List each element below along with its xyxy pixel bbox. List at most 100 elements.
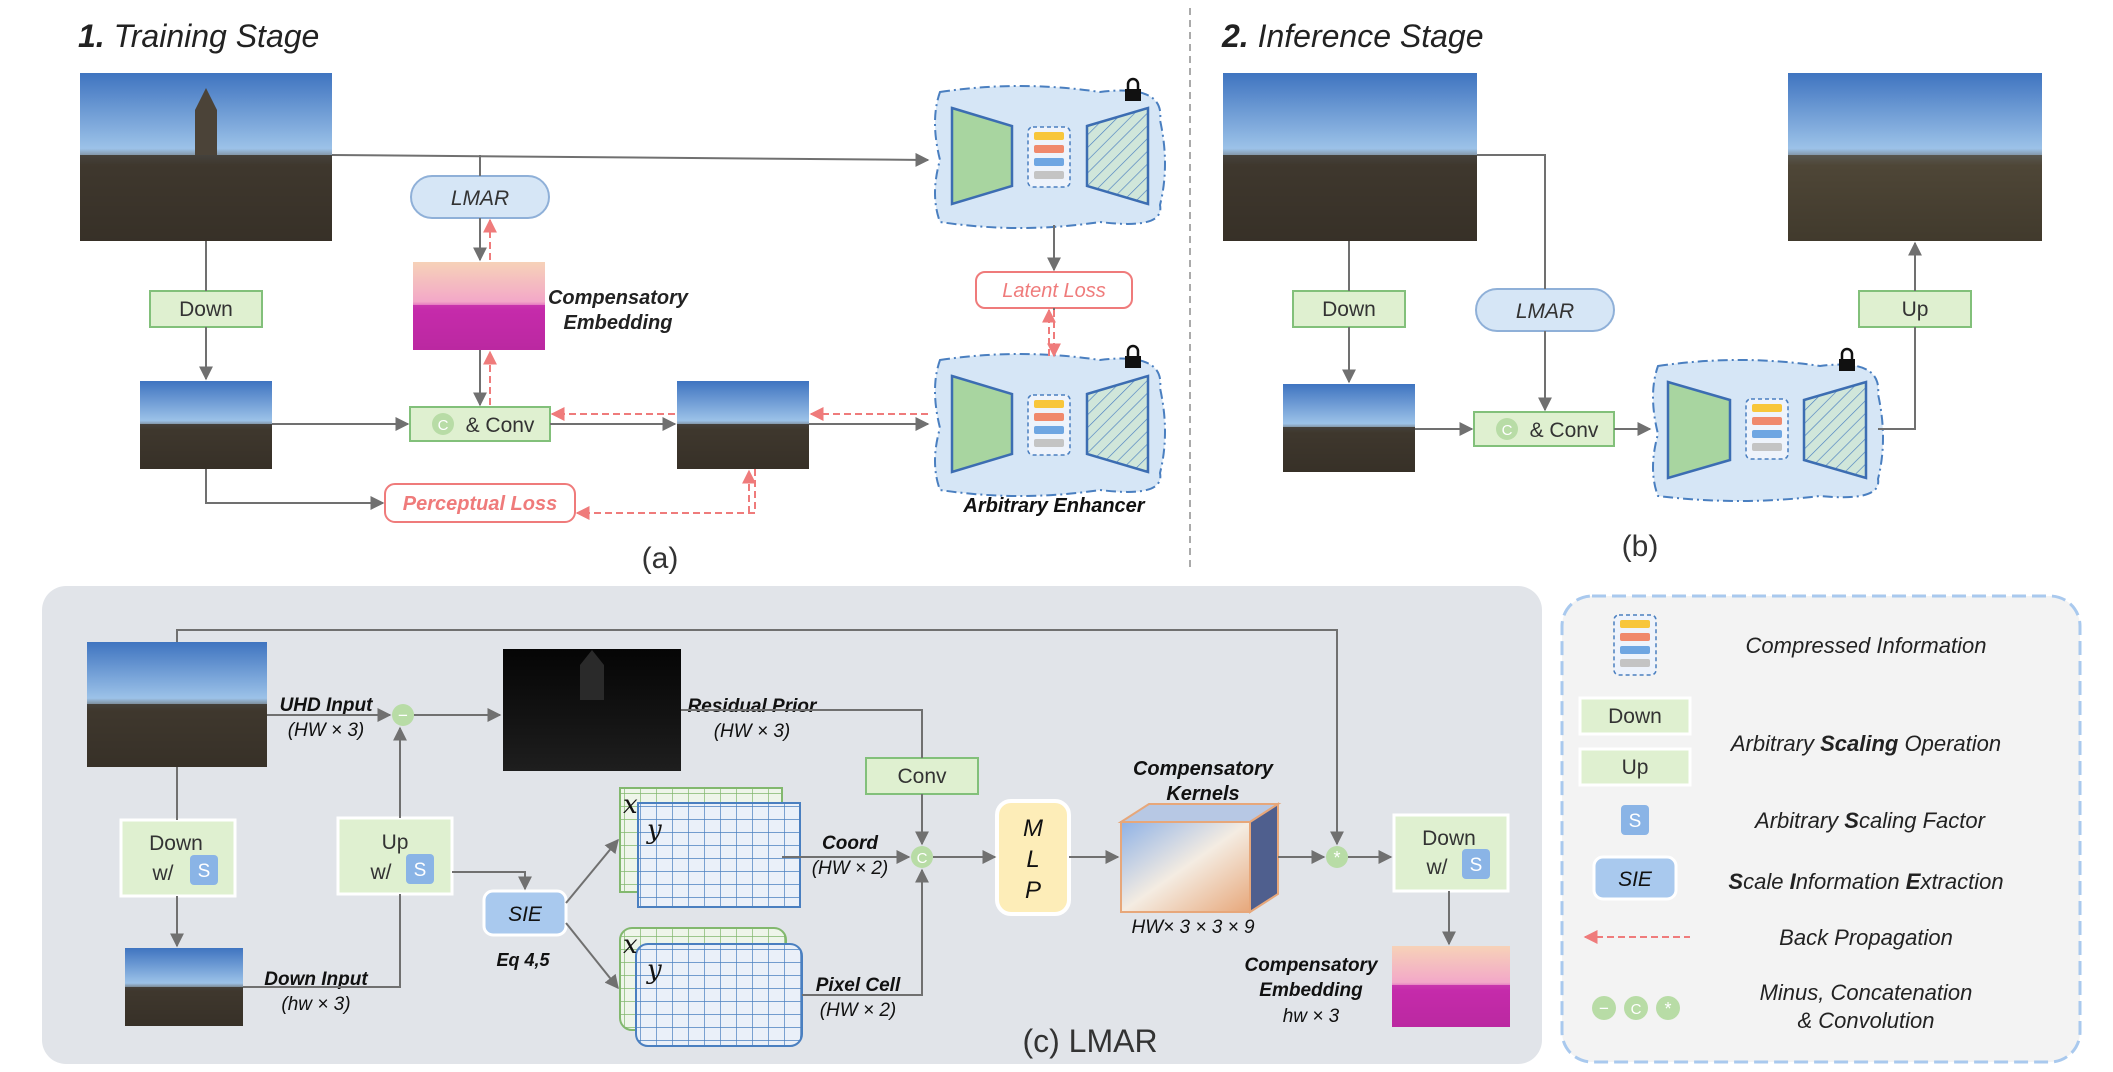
lmar-conv-label: Conv bbox=[897, 765, 947, 788]
inference-concat-icon bbox=[1496, 418, 1518, 440]
sie-label: SIE bbox=[508, 903, 543, 926]
scale-factor-icon bbox=[190, 855, 218, 885]
legend-ops-line1: Minus, Concatenation bbox=[1760, 980, 1973, 1005]
x-glyph: x bbox=[623, 790, 638, 820]
lmar-up-ws-line1: Up bbox=[382, 831, 409, 854]
training-concat-glyph: C bbox=[438, 417, 449, 434]
scale-factor-glyph: S bbox=[198, 861, 211, 882]
lmar-conv-glyph: * bbox=[1333, 848, 1340, 868]
legend-sie-box bbox=[1592, 855, 1678, 901]
coord-label: Coord bbox=[822, 833, 878, 854]
legend-conv-icon bbox=[1656, 996, 1680, 1020]
sie-box bbox=[482, 889, 568, 937]
legend-scale-factor-glyph: S bbox=[1629, 811, 1642, 832]
training-stage-title: 1. Training Stage bbox=[78, 18, 319, 54]
kernels-dim: HW× 3 × 3 × 9 bbox=[1131, 917, 1254, 938]
lmar-comp-embedding-line2: Embedding bbox=[1259, 980, 1363, 1001]
legend-concat-glyph: C bbox=[1631, 1001, 1642, 1018]
inference-concat-conv-label: & Conv bbox=[1530, 419, 1599, 442]
training-input-photo bbox=[80, 73, 332, 241]
lmar-up-ws-box bbox=[336, 816, 454, 896]
enhancer-bottom bbox=[934, 353, 1166, 497]
legend-up-box bbox=[1578, 747, 1692, 787]
down-input-label: Down Input bbox=[264, 969, 368, 990]
lmar-conv-icon bbox=[1326, 846, 1348, 868]
residual-prior-label: Residual Prior bbox=[688, 696, 818, 717]
legend-sie-description: Scale Information Extraction bbox=[1728, 869, 2003, 894]
lmar-comp-embedding-photo bbox=[1392, 946, 1510, 1027]
scale-factor-icon bbox=[1462, 849, 1490, 879]
inference-stage-title: 2. Inference Stage bbox=[1221, 18, 1484, 54]
caption-c: (c) LMAR bbox=[1022, 1023, 1157, 1059]
lmar-arrows bbox=[170, 629, 1456, 996]
inference-output-photo bbox=[1788, 73, 2042, 241]
compensatory-kernels-cube bbox=[1117, 802, 1282, 914]
mlp-m: M bbox=[1023, 815, 1043, 842]
pixel-cell-grid bbox=[619, 927, 803, 1047]
y-glyph: y bbox=[646, 815, 662, 845]
training-concat-icon bbox=[432, 413, 454, 435]
inference-lmar-label: LMAR bbox=[1516, 300, 1574, 323]
perceptual-loss-label: Perceptual Loss bbox=[403, 493, 558, 515]
training-comp-embedding-photo bbox=[413, 262, 545, 350]
legend-down-box bbox=[1578, 696, 1692, 736]
legend-sie-label: SIE bbox=[1618, 868, 1653, 891]
inference-concat-glyph: C bbox=[1502, 422, 1513, 439]
coord-grid bbox=[619, 787, 801, 908]
lock-icon bbox=[1125, 77, 1141, 101]
uhd-input-dim: (HW × 3) bbox=[288, 720, 365, 741]
inference-down-photo bbox=[1283, 384, 1415, 472]
training-down-label: Down bbox=[179, 298, 233, 321]
lmar-residual-photo bbox=[503, 649, 681, 771]
lmar-uhd-photo bbox=[87, 642, 267, 767]
legend-down-label: Down bbox=[1608, 705, 1662, 728]
minus-glyph: − bbox=[398, 706, 408, 725]
training-arrows bbox=[199, 152, 1061, 510]
legend-conv-glyph: * bbox=[1664, 999, 1671, 1019]
training-comp-embedding-line1: Compensatory bbox=[548, 287, 689, 309]
scale-factor-icon bbox=[406, 854, 434, 884]
lmar-comp-embedding-dim: hw × 3 bbox=[1283, 1006, 1340, 1027]
lmar-concat-icon bbox=[911, 846, 933, 868]
legend-compressed-info: Compressed Information bbox=[1746, 633, 1987, 658]
lmar-down-ws-right-line2: w/ bbox=[1426, 856, 1448, 879]
inference-arrows bbox=[1342, 154, 1922, 436]
kernels-line1: Compensatory bbox=[1133, 758, 1274, 780]
legend-up-label: Up bbox=[1622, 756, 1649, 779]
lmar-concat-glyph: C bbox=[917, 850, 928, 867]
inference-down-label: Down bbox=[1322, 298, 1376, 321]
mlp-p: P bbox=[1025, 877, 1041, 904]
legend-ops-line2: & Convolution bbox=[1798, 1008, 1935, 1033]
lmar-comp-embedding-line1: Compensatory bbox=[1244, 955, 1378, 976]
residual-prior-dim: (HW × 3) bbox=[714, 721, 791, 742]
pixel-cell-label: Pixel Cell bbox=[816, 975, 901, 996]
y-glyph: y bbox=[646, 955, 662, 985]
perceptual-loss-box bbox=[384, 483, 576, 523]
down-input-dim: (hw × 3) bbox=[281, 994, 350, 1015]
legend-scale-factor-icon bbox=[1621, 805, 1649, 835]
uhd-input-label: UHD Input bbox=[280, 695, 374, 716]
compressed-info-icon bbox=[1613, 614, 1657, 676]
training-comp-embedding-line2: Embedding bbox=[564, 312, 673, 334]
x-glyph: x bbox=[623, 930, 638, 960]
lmar-down-ws-right-line1: Down bbox=[1422, 827, 1476, 850]
lock-icon bbox=[1125, 344, 1141, 368]
eq-label: Eq 4,5 bbox=[496, 950, 550, 970]
training-down-photo bbox=[140, 381, 272, 469]
lock-icon bbox=[1839, 347, 1855, 371]
mlp-l: L bbox=[1026, 846, 1039, 873]
arbitrary-enhancer-label: Arbitrary Enhancer bbox=[962, 495, 1145, 517]
caption-a: (a) bbox=[642, 542, 679, 575]
lmar-down-ws-line1: Down bbox=[149, 832, 203, 855]
pixel-cell-dim: (HW × 2) bbox=[820, 1000, 897, 1021]
legend-scaling-operation: Arbitrary Scaling Operation bbox=[1729, 731, 2001, 756]
latent-loss-label: Latent Loss bbox=[1002, 280, 1105, 302]
scale-factor-glyph: S bbox=[1470, 855, 1483, 876]
training-backprop-arrows bbox=[483, 218, 1061, 520]
legend-minus-glyph: − bbox=[1599, 999, 1609, 1018]
scale-factor-glyph: S bbox=[414, 860, 427, 881]
inference-up-label: Up bbox=[1902, 298, 1929, 321]
lmar-down-input-photo bbox=[125, 948, 243, 1026]
caption-b: (b) bbox=[1622, 530, 1659, 563]
